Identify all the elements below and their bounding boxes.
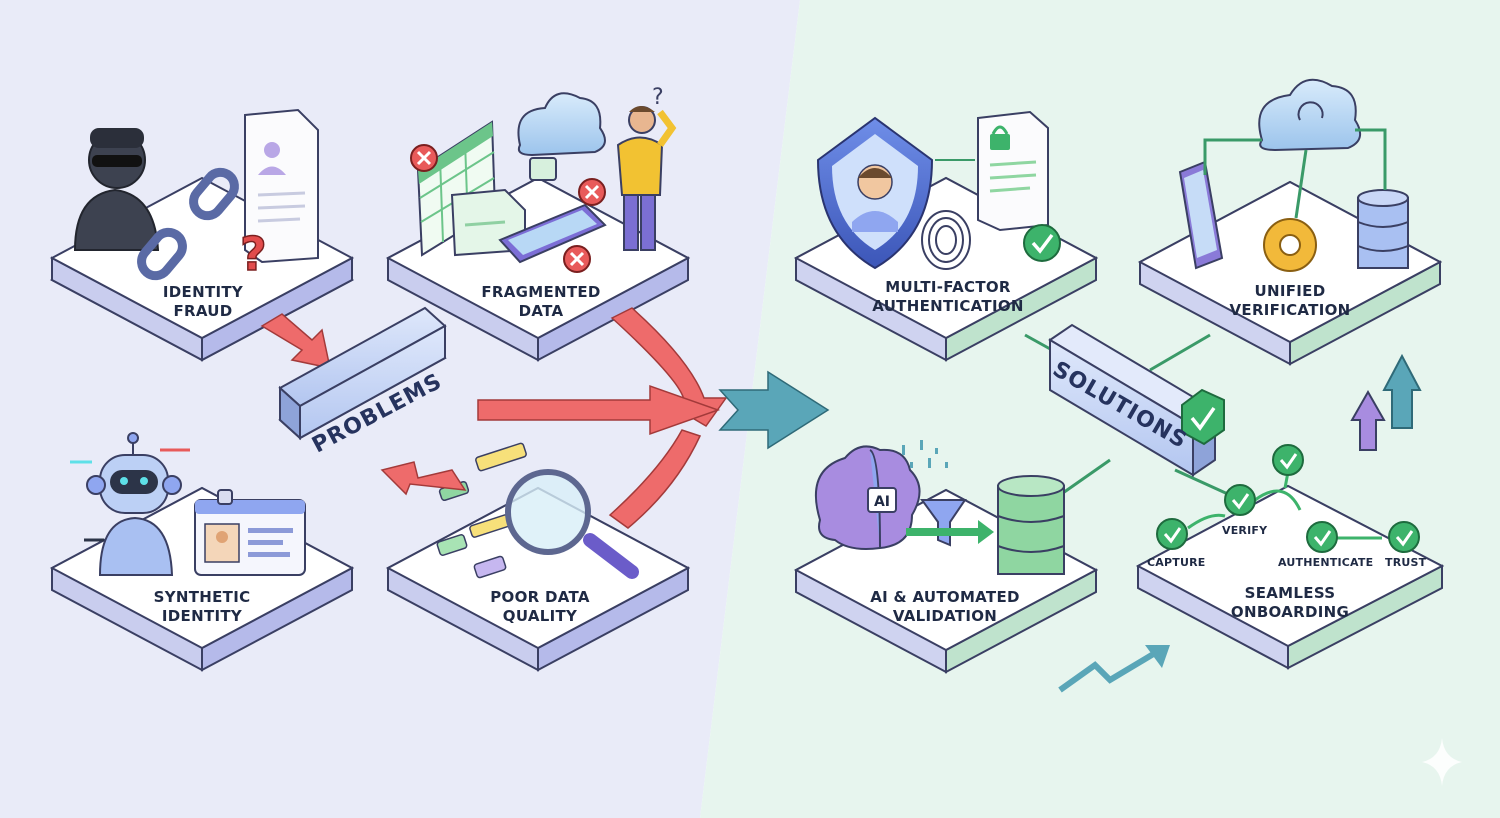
poor-data-quality-line2: QUALITY (502, 607, 578, 625)
magnifying-glass-icon (505, 469, 639, 579)
secure-document-icon (977, 110, 1049, 232)
poor-data-quality-line1: POOR DATA (490, 588, 590, 606)
problems-hub (278, 306, 447, 441)
seamless-onboarding-line2: ONBOARDING (1230, 603, 1350, 621)
arrow-center-main (477, 384, 721, 436)
id-card-icon (194, 489, 306, 576)
identity-fraud-line1: IDENTITY (162, 283, 244, 301)
funnel-icon (920, 499, 967, 547)
check-icon-mfa (1023, 224, 1061, 262)
synthetic-identity-line2: IDENTITY (161, 607, 243, 625)
unified-connectors (1203, 128, 1387, 219)
fragmented-data-label: FRAGMENTED DATA (476, 283, 606, 321)
fragmented-data-line2: DATA (518, 302, 564, 320)
binary-bits-icon (902, 440, 948, 468)
trend-arrowhead (1145, 645, 1170, 668)
unified-verification-label: UNIFIED VERIFICATION (1220, 282, 1360, 320)
question-mark-icon: ? (240, 227, 267, 281)
error-x-icon-2 (578, 178, 606, 206)
ai-validation-line1: AI & AUTOMATED (870, 588, 1020, 606)
check-icon-capture (1156, 518, 1188, 550)
arrow-quality-curve (608, 429, 702, 529)
check-icon-trust (1388, 521, 1420, 553)
ai-validation-line2: VALIDATION (892, 607, 998, 625)
platform-poor-data-quality (385, 486, 691, 672)
gear-icon (1263, 218, 1317, 272)
solutions-hub (1048, 323, 1217, 477)
seamless-onboarding-line1: SEAMLESS (1244, 584, 1336, 602)
synthetic-identity-line1: SYNTHETIC (153, 588, 251, 606)
fragmented-data-line1: FRAGMENTED (481, 283, 601, 301)
multi-factor-line1: MULTI-FACTOR (885, 278, 1011, 296)
identity-fraud-line2: FRAUD (173, 302, 233, 320)
phone-icon (1178, 160, 1224, 270)
error-x-icon-3 (563, 245, 591, 273)
cloud-icon-problems (517, 92, 606, 181)
confused-person-icon: ? (616, 85, 677, 251)
unified-verification-line1: UNIFIED (1254, 282, 1326, 300)
brain-icon: AI (814, 445, 921, 550)
poor-data-quality-label: POOR DATA QUALITY (478, 588, 602, 626)
fingerprint-icon (921, 210, 971, 270)
trend-arrow-icon (1058, 647, 1162, 693)
ai-badge: AI (874, 494, 890, 510)
synthetic-identity-label: SYNTHETIC IDENTITY (140, 588, 264, 626)
step-capture-label: CAPTURE (1147, 556, 1206, 569)
error-x-icon-1 (410, 144, 438, 172)
check-icon-authenticate (1306, 521, 1338, 553)
identity-fraud-label: IDENTITY FRAUD (142, 283, 264, 321)
document-icon (244, 108, 319, 264)
step-trust-label: TRUST (1385, 556, 1427, 569)
step-authenticate-label: AUTHENTICATE (1278, 556, 1374, 569)
check-icon-verify (1224, 484, 1256, 516)
multi-factor-line2: AUTHENTICATION (872, 297, 1024, 315)
broken-chain-icon (137, 167, 239, 281)
cloud-sync-icon (1258, 78, 1362, 152)
data-blocks-icon (436, 442, 527, 579)
arrow-fragmented-curve (610, 307, 728, 427)
transition-arrow (718, 370, 830, 450)
check-icon-top (1272, 444, 1304, 476)
arrow-fraud-to-hub (260, 313, 331, 369)
flow-arrow-ai (906, 520, 994, 544)
seamless-onboarding-label: SEAMLESS ONBOARDING (1220, 584, 1360, 622)
svg-text:?: ? (652, 85, 664, 110)
ai-validation-label: AI & AUTOMATED VALIDATION (870, 588, 1020, 626)
thief-icon (73, 128, 160, 251)
database-icon-unified (1357, 189, 1409, 269)
solutions-check-badge (1181, 388, 1225, 446)
step-verify-label: VERIFY (1222, 524, 1268, 537)
database-icon-ai (997, 475, 1065, 575)
up-arrows-icon (1350, 353, 1422, 451)
tablet-icon (498, 203, 607, 264)
robot-icon (70, 432, 190, 576)
arrow-quality-to-hub (380, 461, 467, 496)
unified-verification-line2: VERIFICATION (1229, 301, 1351, 319)
sparkle-icon (1422, 738, 1462, 786)
problem-arrows (260, 307, 728, 529)
shield-face-icon (816, 116, 934, 270)
multi-factor-label: MULTI-FACTOR AUTHENTICATION (866, 278, 1030, 316)
